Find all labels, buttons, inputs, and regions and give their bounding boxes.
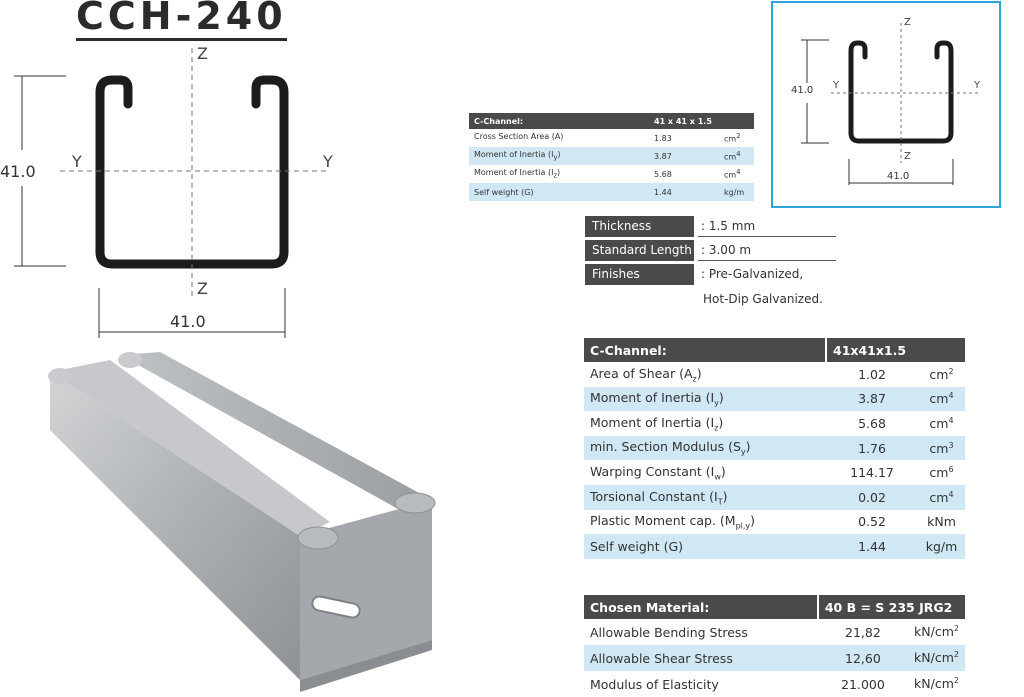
spec-value: : 3.00 m <box>698 240 836 261</box>
table-row: Area of Shear (Az) 1.02 cm2 <box>590 365 954 384</box>
spec-label: Finishes <box>585 264 694 285</box>
inset-width-dimension: 41.0 <box>887 171 910 182</box>
spec-label: Thickness <box>585 216 694 237</box>
table-row: Moment of Inertia (Iy) 3.87 cm4 <box>469 147 754 165</box>
spec-finishes-continued: Hot-Dip Galvanized. <box>703 292 823 306</box>
spec-label: Standard Length <box>585 240 694 261</box>
table-row: Moment of Inertia (Iz) 5.68 cm4 <box>590 414 954 433</box>
material-table: Chosen Material: 40 B = S 235 JRG2 Allow… <box>584 595 965 697</box>
table-row: Plastic Moment cap. (Mpl,y) 0.52 kNm <box>590 513 956 531</box>
table-header-value: 40 B = S 235 JRG2 <box>816 595 965 619</box>
channel-3d-illustration <box>48 352 436 692</box>
table-row: Self weight (G) 1.44 kg/m <box>584 534 965 559</box>
table-row: Modulus of Elasticity 21.000 kN/cm2 <box>590 676 959 692</box>
table-row: Cross Section Area (A) 1.83 cm2 <box>474 132 741 144</box>
c-profile-outline <box>95 75 289 269</box>
inset-cross-section <box>801 23 978 185</box>
table-header-value: 41x41x1.5 <box>825 338 965 362</box>
table-row: Self weight (G) 1.44 kg/m <box>469 183 754 201</box>
table-row: Torsional Constant (IT) 0.02 cm4 <box>584 484 965 510</box>
table-header-label: C-Channel: <box>584 338 826 362</box>
table-row: min. Section Modulus (Sy) 1.76 cm3 <box>584 435 965 461</box>
inset-height-dimension: 41.0 <box>791 85 814 96</box>
table-row: Allowable Bending Stress 21,82 kN/cm2 <box>590 624 959 640</box>
table-header-value: 41 x 41 x 1.5 <box>649 113 754 129</box>
inset-axis-z-top-label: Z <box>904 17 911 28</box>
spec-value: : Pre-Galvanized, <box>701 267 804 281</box>
table-header-label: Chosen Material: <box>584 595 818 619</box>
axis-z-top-label: Z <box>197 44 208 63</box>
channel-properties-table: C-Channel: 41x41x1.5 Area of Shear (Az) … <box>584 338 965 559</box>
table-row: Warping Constant (Iw) 114.17 cm6 <box>590 463 954 482</box>
axis-y-right-label: Y <box>323 152 333 171</box>
inset-axis-y-right-label: Y <box>974 80 981 91</box>
small-properties-table: C-Channel: 41 x 41 x 1.5 Cross Section A… <box>469 113 754 201</box>
axis-y-left-label: Y <box>72 152 82 171</box>
axis-z-bottom-label: Z <box>197 279 208 298</box>
table-row: Allowable Shear Stress 12,60 kN/cm2 <box>584 645 965 671</box>
inset-axis-z-bottom-label: Z <box>904 151 911 162</box>
table-row: Moment of Inertia (Iz) 5.68 cm4 <box>474 168 741 180</box>
inset-axis-y-left-label: Y <box>833 80 840 91</box>
width-dimension: 41.0 <box>170 312 206 331</box>
table-row: Moment of Inertia (Iy) 3.87 cm4 <box>584 386 965 412</box>
spec-value: : 1.5 mm <box>698 216 836 237</box>
height-dimension: 41.0 <box>0 162 36 181</box>
table-header-label: C-Channel: <box>469 113 649 129</box>
inset-drawing-frame: Z Z Y Y 41.0 41.0 <box>771 1 1001 208</box>
page-title: CCH-240 <box>76 0 287 41</box>
